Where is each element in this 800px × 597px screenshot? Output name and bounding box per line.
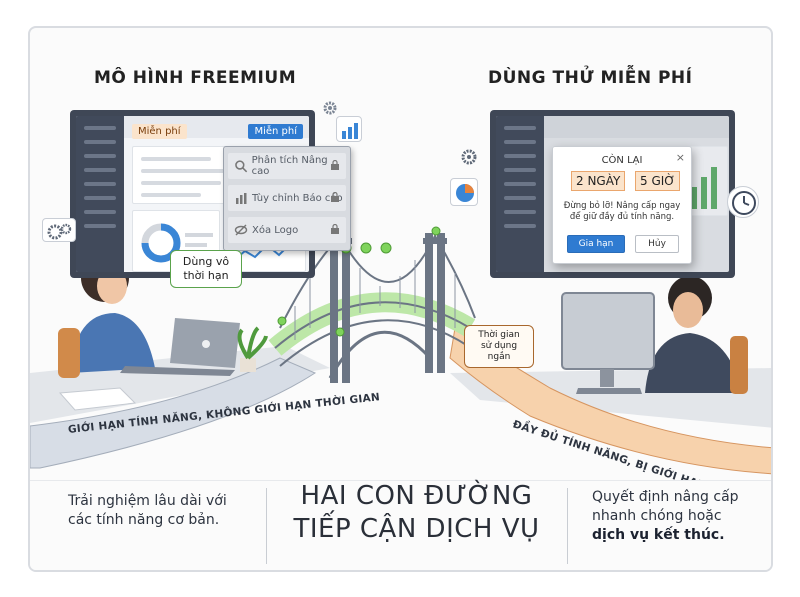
eye-slash-icon [234,224,248,236]
trial-summary: Quyết định nâng cấp nhanh chóng hoặc dịc… [592,489,739,543]
freemium-sidebar [76,116,124,272]
feature-advanced-analytics[interactable]: Phân tích Nâng cao [228,153,346,179]
settings-gears-icon [42,218,76,242]
pie-chart-icon [450,178,478,206]
lock-icon [331,224,339,234]
close-icon[interactable]: × [675,151,685,164]
popup-message: Đừng bỏ lỡ! Nâng cấp ngay để giữ đầy đủ … [563,201,681,222]
free-plan-button[interactable]: Miễn phí [248,124,303,139]
divider [567,488,568,564]
magnifier-icon [235,160,248,173]
divider [266,488,267,564]
free-trial-heading: DÙNG THỬ MIỄN PHÍ [488,68,693,88]
lock-icon [331,192,339,202]
free-tag: Miễn phí [132,124,187,139]
gear-icon [460,148,478,166]
summary-bar [30,480,771,570]
trial-topbar [544,116,729,138]
trial-expiry-popup: CÒN LẠI × 2 NGÀY 5 GIỜ Đừng bỏ lỡ! Nâng … [552,146,692,264]
popup-title: CÒN LẠI [601,155,643,166]
locked-features-menu: Phân tích Nâng cao Tùy chỉnh Báo cáo [223,146,351,251]
freemium-summary: Trải nghiệm lâu dài với các tính năng cơ… [68,493,227,528]
unlimited-time-bubble: Dùng vô thời hạn [170,250,242,288]
main-title: HAI CON ĐƯỜNG TIẾP CẬN DỊCH VỤ [293,481,540,544]
lock-icon [331,160,339,170]
freemium-heading: MÔ HÌNH FREEMIUM [94,68,297,88]
feature-custom-reports[interactable]: Tùy chỉnh Báo cáo [228,185,346,211]
extend-button[interactable]: Gia hạn [567,235,625,253]
bar-chart-icon [236,193,247,204]
days-remaining: 2 NGÀY [571,171,626,191]
feature-label: Xóa Logo [252,224,299,236]
gear-icon [322,100,338,116]
feature-remove-logo[interactable]: Xóa Logo [228,217,346,243]
cancel-button[interactable]: Hủy [635,235,679,253]
feature-label: Tùy chỉnh Báo cáo [252,192,343,204]
trial-bar-chart-icon [691,167,717,209]
trial-sidebar [496,116,544,272]
hours-remaining: 5 GIỜ [635,171,681,191]
infographic-frame: MÔ HÌNH FREEMIUM DÙNG THỬ MIỄN PHÍ Miễn … [28,26,773,572]
growth-chart-icon [336,116,362,142]
feature-label: Phân tích Nâng cao [251,155,328,177]
short-time-bubble: Thời gian sử dụng ngắn [464,325,534,368]
clock-icon [727,186,759,218]
